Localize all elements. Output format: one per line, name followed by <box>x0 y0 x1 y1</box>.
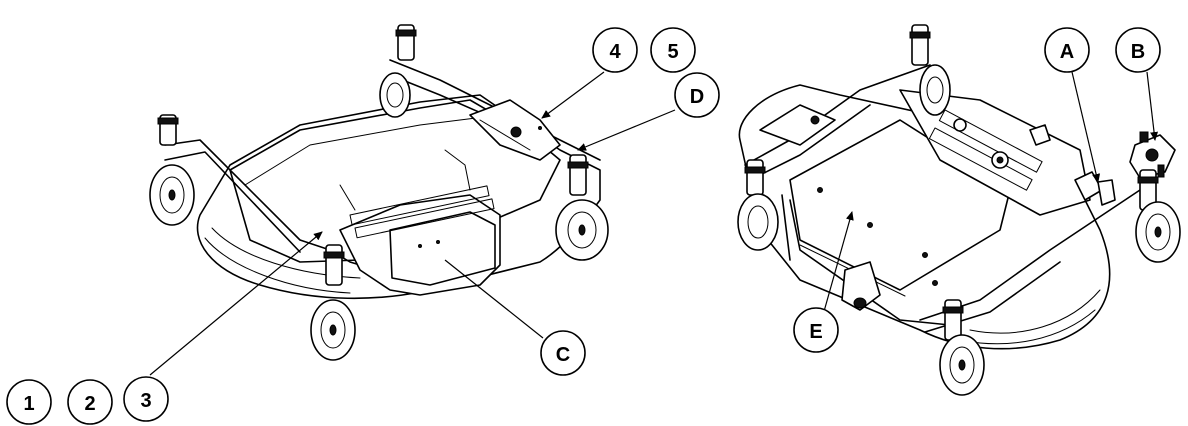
svg-text:A: A <box>1060 41 1074 63</box>
callout-D: D <box>674 72 720 118</box>
right-caster-front-right <box>1135 169 1181 263</box>
callout-A: A <box>1044 27 1090 73</box>
callout-2: 2 <box>67 379 113 425</box>
callout-4: 4 <box>592 27 638 73</box>
right-deck-view <box>737 24 1181 396</box>
left-caster-front-right <box>555 154 609 261</box>
callout-1: 1 <box>6 379 52 425</box>
svg-text:1: 1 <box>23 393 34 415</box>
svg-text:C: C <box>556 344 570 366</box>
callout-3: 3 <box>123 376 169 422</box>
right-caster-rear-right <box>909 24 951 116</box>
svg-text:E: E <box>809 321 822 343</box>
right-caster-rear-left <box>737 159 779 251</box>
part-b-assembly <box>1129 131 1176 179</box>
left-caster-rear-left <box>149 114 195 226</box>
svg-text:B: B <box>1131 41 1145 63</box>
right-caster-front-left <box>939 299 985 396</box>
callout-C: C <box>540 330 586 376</box>
svg-text:2: 2 <box>84 393 95 415</box>
left-caster-front-left <box>310 244 356 361</box>
left-caster-rear-right <box>379 24 417 118</box>
svg-text:5: 5 <box>667 41 678 63</box>
svg-text:D: D <box>690 86 704 108</box>
callout-5: 5 <box>650 27 696 73</box>
callout-B: B <box>1115 27 1161 73</box>
svg-text:4: 4 <box>609 41 621 63</box>
callout-E: E <box>793 307 839 353</box>
left-deck-view <box>149 24 609 361</box>
leader-lines <box>149 71 1159 376</box>
svg-text:3: 3 <box>140 390 151 412</box>
